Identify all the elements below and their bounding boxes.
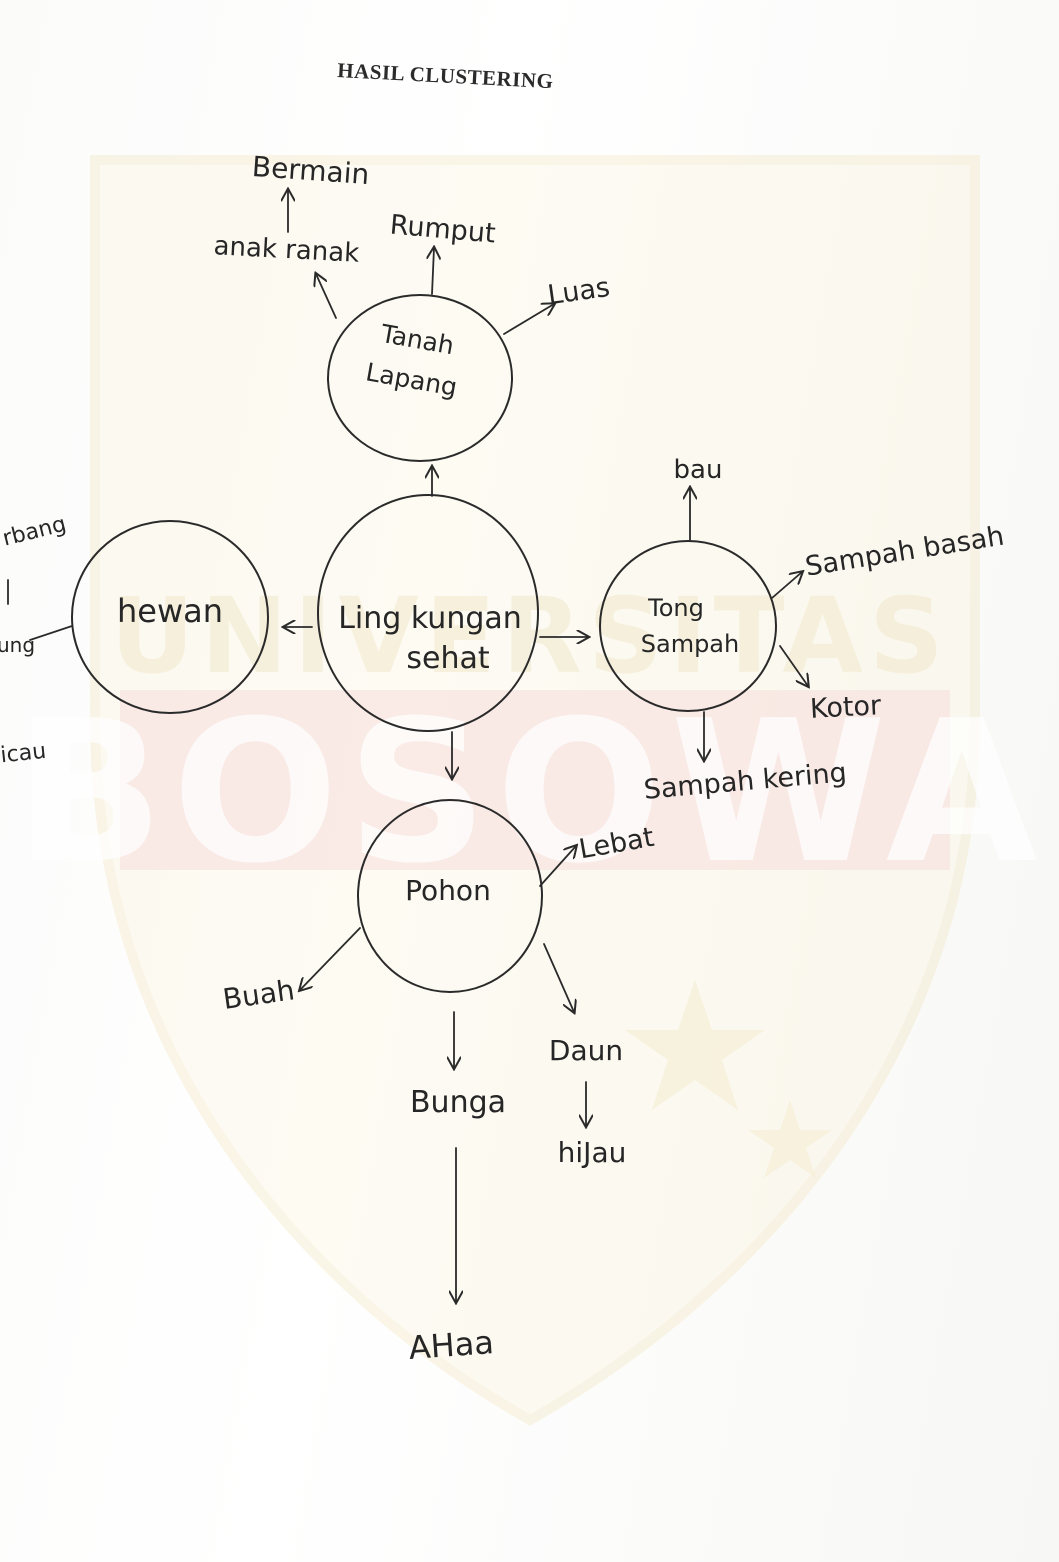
watermark-red-band bbox=[120, 690, 950, 870]
label-anak-ranak: anak ranak bbox=[213, 231, 360, 269]
link-right-sampah-basah bbox=[771, 572, 802, 599]
node-right-circle bbox=[599, 540, 777, 712]
label-sampah-kering: Sampah kering bbox=[643, 757, 848, 806]
top-label-line1: Tanah bbox=[378, 319, 456, 360]
right-label-line2: Sampah bbox=[641, 630, 739, 658]
node-left-circle bbox=[71, 520, 269, 714]
label-bau: bau bbox=[674, 455, 723, 485]
link-bottom-buah bbox=[300, 927, 361, 990]
label-kotor: Kotor bbox=[809, 690, 883, 725]
watermark-name-text: BOSOWA bbox=[15, 679, 1046, 907]
label-rbang: rbang bbox=[0, 512, 69, 552]
link-bottom-daun bbox=[543, 943, 574, 1012]
label-hijau: hiJau bbox=[558, 1136, 627, 1169]
label-daun: Daun bbox=[549, 1034, 623, 1067]
right-label-line1: Tong bbox=[647, 594, 704, 622]
node-bottom-circle bbox=[357, 799, 543, 993]
link-left-ung bbox=[29, 625, 73, 641]
label-ung: ung bbox=[0, 633, 35, 657]
link-top-anak bbox=[316, 274, 337, 319]
label-luas: Luas bbox=[546, 272, 612, 311]
center-label-line1: Ling kungan bbox=[338, 601, 522, 636]
label-icau: icau bbox=[0, 739, 47, 769]
watermark-star-icon bbox=[625, 980, 765, 1110]
node-center-circle bbox=[317, 494, 539, 732]
label-sampah-basah: Sampah basah bbox=[803, 521, 1006, 583]
link-right-kotor bbox=[779, 645, 808, 686]
link-top-rumput bbox=[432, 248, 434, 295]
center-label-line2: sehat bbox=[406, 641, 489, 676]
watermark-shield-shape bbox=[90, 155, 980, 1426]
label-bunga: Bunga bbox=[410, 1085, 506, 1120]
left-label: hewan bbox=[117, 592, 223, 630]
label-ahaa: AHaa bbox=[407, 1323, 495, 1367]
node-top-circle bbox=[327, 294, 513, 462]
top-label-line2: Lapang bbox=[364, 357, 460, 402]
watermark-star-small-icon bbox=[748, 1100, 832, 1178]
label-lebat: Lebat bbox=[577, 822, 657, 866]
label-buah: Buah bbox=[221, 973, 297, 1016]
bottom-label: Pohon bbox=[405, 874, 491, 907]
link-bottom-lebat bbox=[539, 846, 576, 887]
label-rumput: Rumput bbox=[389, 209, 497, 249]
label-bermain: Bermain bbox=[251, 150, 370, 191]
link-top-luas bbox=[503, 304, 554, 335]
